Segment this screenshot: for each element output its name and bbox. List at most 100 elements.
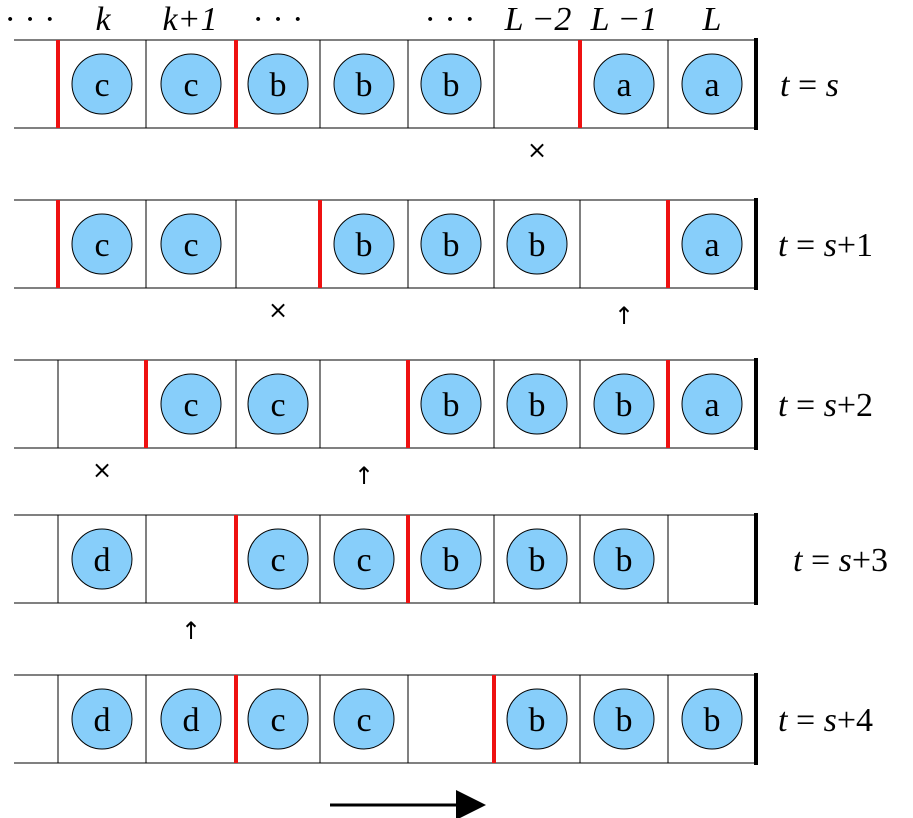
particle-circle bbox=[247, 688, 309, 750]
particle-circle bbox=[593, 688, 655, 750]
particle-circle bbox=[506, 528, 568, 590]
time-value-s: s bbox=[839, 542, 852, 579]
time-eq: = bbox=[802, 542, 838, 579]
particle-circle bbox=[160, 688, 222, 750]
particle-label: b bbox=[529, 387, 546, 424]
particle-label: a bbox=[616, 67, 631, 104]
up-arrow-icon: ↑ bbox=[181, 617, 201, 645]
particle-circle bbox=[71, 688, 133, 750]
particle-circle bbox=[160, 53, 222, 115]
column-header: L −2 bbox=[504, 1, 572, 38]
time-value-offset: +1 bbox=[837, 227, 873, 264]
particle-label: b bbox=[616, 702, 633, 739]
particle-label: b bbox=[443, 67, 460, 104]
particle-circle bbox=[593, 528, 655, 590]
time-value-s: s bbox=[824, 702, 837, 739]
particle-circle bbox=[71, 528, 133, 590]
particle-circle bbox=[333, 213, 395, 275]
column-header: k bbox=[95, 1, 111, 38]
column-header: · · · bbox=[425, 1, 476, 38]
particle-label: c bbox=[183, 227, 198, 264]
time-var: t bbox=[780, 67, 791, 104]
particle-circle bbox=[506, 688, 568, 750]
particle-label: b bbox=[616, 542, 633, 579]
particle-circle bbox=[247, 53, 309, 115]
particle-label: b bbox=[704, 702, 721, 739]
particle-circle bbox=[420, 528, 482, 590]
particle-circle bbox=[506, 213, 568, 275]
time-value-offset: +2 bbox=[837, 387, 873, 424]
particle-label: c bbox=[183, 387, 198, 424]
lattice-row: c c b b b a × ↑ t = s+1 bbox=[14, 198, 873, 330]
particle-circle bbox=[420, 213, 482, 275]
time-eq: = bbox=[789, 67, 825, 104]
particle-circle bbox=[593, 373, 655, 435]
column-header: · · · bbox=[5, 1, 56, 38]
time-label: t = s+2 bbox=[778, 387, 873, 424]
particle-circle bbox=[506, 373, 568, 435]
particle-label: b bbox=[443, 227, 460, 264]
particle-label: b bbox=[529, 542, 546, 579]
particle-circle bbox=[247, 528, 309, 590]
time-label: t = s+1 bbox=[778, 227, 873, 264]
cross-icon: × bbox=[268, 296, 288, 324]
particle-label: b bbox=[529, 702, 546, 739]
particle-label: b bbox=[443, 542, 460, 579]
column-header: k+1 bbox=[162, 1, 217, 38]
particle-circle bbox=[333, 53, 395, 115]
time-var: t bbox=[778, 227, 789, 264]
particle-label: b bbox=[356, 227, 373, 264]
particle-circle bbox=[333, 528, 395, 590]
particle-label: a bbox=[704, 67, 719, 104]
particle-circle bbox=[71, 53, 133, 115]
particle-circle bbox=[247, 373, 309, 435]
time-var: t bbox=[778, 387, 789, 424]
up-arrow-icon: ↑ bbox=[354, 462, 374, 490]
up-arrow-icon: ↑ bbox=[614, 302, 634, 330]
time-label: t = s+4 bbox=[778, 702, 873, 739]
particle-label: b bbox=[616, 387, 633, 424]
particle-label: b bbox=[356, 67, 373, 104]
particle-label: c bbox=[94, 227, 109, 264]
particle-circle bbox=[681, 373, 743, 435]
particle-label: c bbox=[270, 702, 285, 739]
particle-label: c bbox=[356, 702, 371, 739]
particle-label: b bbox=[529, 227, 546, 264]
particle-circle bbox=[160, 373, 222, 435]
particle-label: b bbox=[270, 67, 287, 104]
time-value-offset: +4 bbox=[837, 702, 873, 739]
particle-label: d bbox=[94, 542, 111, 579]
column-header: · · · bbox=[253, 1, 304, 38]
cross-icon: × bbox=[527, 136, 547, 164]
time-value-s: s bbox=[826, 67, 839, 104]
time-eq: = bbox=[787, 387, 823, 424]
particle-label: c bbox=[356, 542, 371, 579]
time-value-offset: +3 bbox=[852, 542, 888, 579]
particle-label: d bbox=[183, 702, 200, 739]
particle-label: b bbox=[443, 387, 460, 424]
column-header: L −1 bbox=[590, 1, 658, 38]
time-var: t bbox=[778, 702, 789, 739]
particle-circle bbox=[71, 213, 133, 275]
column-headers: · · · k k+1 · · · · · · L −2 L −1 L bbox=[5, 1, 722, 38]
particle-label: a bbox=[704, 387, 719, 424]
particle-circle bbox=[160, 213, 222, 275]
particle-circle bbox=[681, 53, 743, 115]
particle-circle bbox=[681, 213, 743, 275]
particle-label: a bbox=[704, 227, 719, 264]
particle-circle bbox=[420, 373, 482, 435]
lattice-row: d d c c b b b t = s+4 bbox=[14, 673, 873, 765]
particle-label: c bbox=[183, 67, 198, 104]
particle-label: c bbox=[270, 542, 285, 579]
time-eq: = bbox=[787, 227, 823, 264]
particle-circle bbox=[333, 688, 395, 750]
particle-circle bbox=[681, 688, 743, 750]
column-header: L bbox=[702, 1, 722, 38]
particle-label: d bbox=[94, 702, 111, 739]
time-label: t = s bbox=[780, 67, 839, 104]
time-eq: = bbox=[787, 702, 823, 739]
